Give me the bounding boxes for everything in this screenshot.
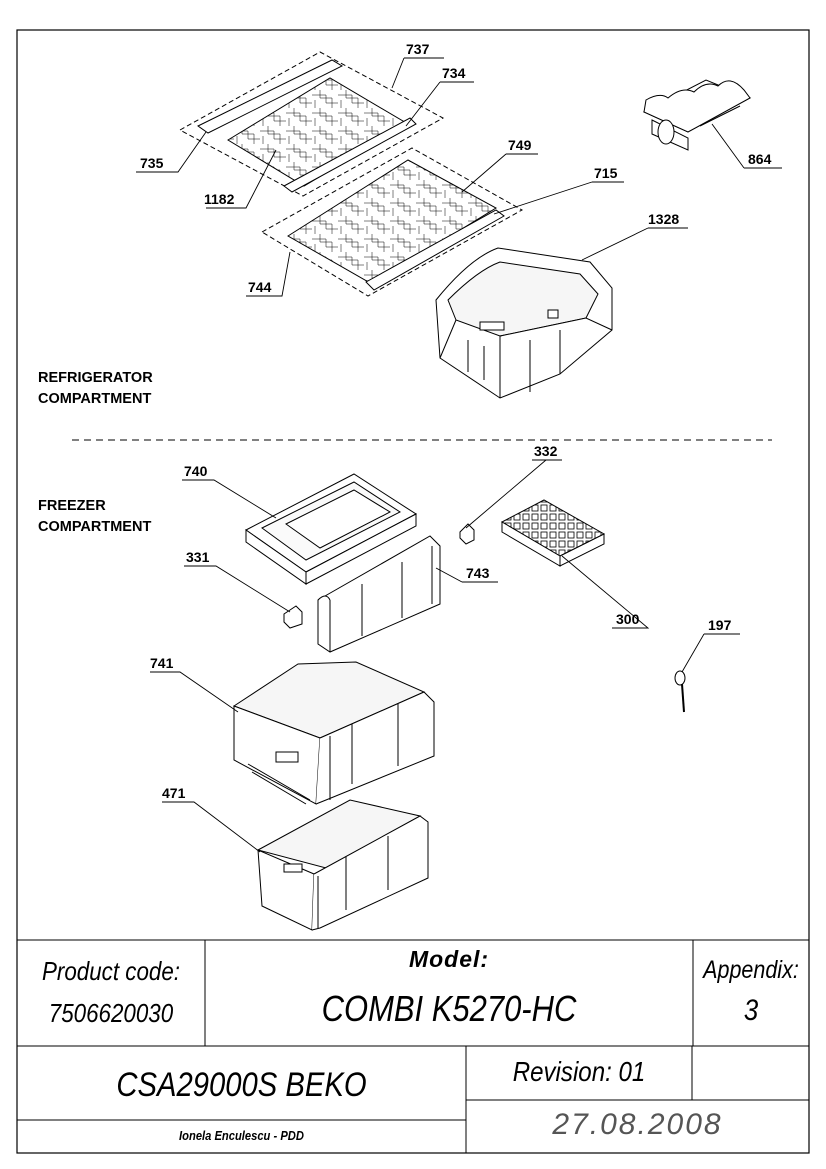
date: 27.08.2008 [552, 1108, 723, 1141]
glass-shelf-lower [287, 159, 505, 291]
callout-744: 744 [248, 279, 272, 295]
clip-331 [283, 605, 303, 629]
callout-1328: 1328 [648, 211, 679, 227]
callout-737: 737 [406, 41, 430, 57]
shelf-assembly-lower-outline [261, 147, 524, 297]
callout-740: 740 [184, 463, 208, 479]
crisper-box [435, 247, 613, 399]
callout-197: 197 [708, 617, 732, 633]
drawing-frame [16, 29, 810, 1154]
product-name: CSA29000S BEKO [116, 1066, 367, 1104]
appendix-value: 3 [743, 994, 759, 1027]
freezer-drawer-upper [232, 661, 435, 805]
model-label: Model: [408, 946, 490, 972]
section-label-refrigerator-2: COMPARTMENT [38, 391, 151, 407]
callout-300: 300 [616, 611, 640, 627]
model-value: COMBI K5270-HC [321, 988, 577, 1029]
appendix-label: Appendix: [703, 956, 799, 984]
product-code-value: 7506620030 [48, 998, 174, 1028]
callout-749: 749 [508, 137, 532, 153]
callout-734: 734 [442, 65, 466, 81]
callout-332: 332 [534, 443, 558, 459]
clip-332 [459, 523, 475, 545]
section-label-freezer-2: COMPARTMENT [38, 519, 151, 535]
freezer-shelf-cover [245, 473, 417, 585]
callout-743: 743 [466, 565, 490, 581]
ice-tray [500, 499, 606, 567]
section-label-freezer-1: FREEZER [38, 498, 106, 514]
callout-735: 735 [140, 155, 164, 171]
author: Ionela Enculescu - PDD [179, 1128, 304, 1143]
glass-shelf-upper [197, 59, 417, 193]
freezer-flap [317, 535, 441, 653]
part-864-bracket [642, 79, 752, 151]
leader-lines [136, 57, 782, 853]
callout-864: 864 [748, 151, 772, 167]
section-label-refrigerator-1: REFRIGERATOR [38, 370, 153, 386]
callout-1182: 1182 [204, 191, 235, 207]
part-197-pin [674, 670, 686, 713]
callout-741: 741 [150, 655, 174, 671]
freezer-drawer-lower [256, 799, 429, 931]
callout-331: 331 [186, 549, 210, 565]
callout-471: 471 [162, 785, 186, 801]
shelf-assembly-upper-outline [178, 51, 445, 197]
revision: Revision: 01 [512, 1056, 646, 1087]
callout-715: 715 [594, 165, 618, 181]
title-block-grid [17, 939, 809, 1153]
product-code-label: Product code: [42, 956, 180, 986]
